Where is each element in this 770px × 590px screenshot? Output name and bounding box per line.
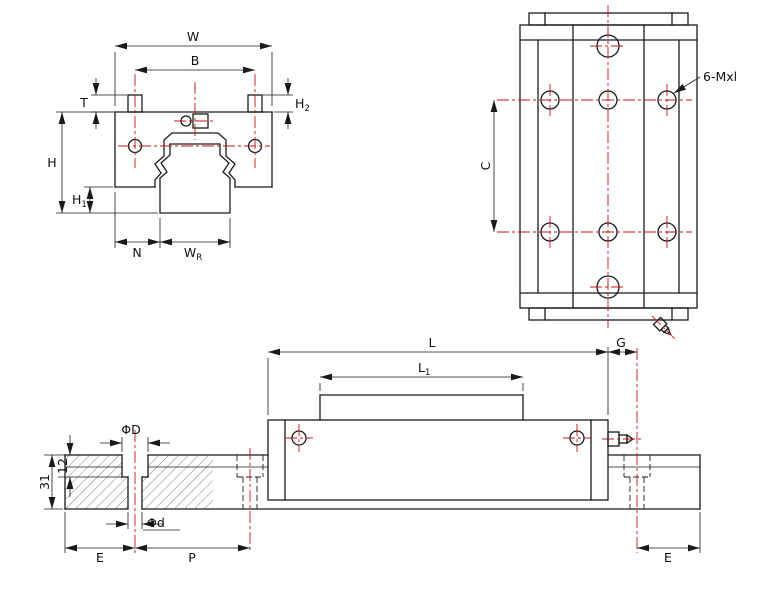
rail-side-outline: [64, 454, 701, 510]
dim-label-E-right: E: [664, 550, 672, 565]
front-block-outline: [114, 94, 273, 188]
dim-label-phid: Φd: [147, 515, 165, 530]
dim-label-H: H: [47, 155, 56, 170]
front-view: W B T H H1 H2 N WR: [47, 29, 310, 263]
block-side-outline: [267, 394, 635, 501]
dim-label-T: T: [79, 95, 88, 110]
dim-label-phiD: ΦD: [121, 422, 140, 437]
side-view: L G L1 ΦD Φd 12 31 E P E: [37, 335, 701, 565]
top-block-outline: [519, 12, 698, 321]
counterbore-hole-outline: [121, 454, 149, 510]
grease-nipple-body-front: [192, 113, 209, 129]
top-view: C 6-Mxl: [478, 5, 737, 339]
dim-label-G: G: [616, 335, 626, 350]
end-seal-top: [528, 12, 689, 26]
dim-label-H2: H2: [295, 96, 310, 114]
dim-label-C: C: [478, 161, 493, 170]
top-centerlines: [497, 5, 692, 328]
side-dimensions: [44, 347, 701, 553]
dim-label-H1: H1: [72, 192, 87, 210]
thread-callout-label: 6-Mxl: [703, 69, 737, 84]
grease-nipple-top-view: [651, 315, 675, 339]
thread-callout-leader: [673, 76, 701, 94]
dim-label-31: 31: [37, 474, 52, 490]
dim-label-WR: WR: [184, 245, 202, 263]
front-dimensions: [56, 42, 293, 248]
dim-label-E-left: E: [96, 550, 104, 565]
front-centerlines: [118, 74, 270, 168]
dim-label-P: P: [188, 550, 196, 565]
dim-label-12: 12: [55, 458, 70, 474]
dim-label-L: L: [429, 335, 436, 350]
end-seal-bottom: [528, 307, 689, 321]
hidden-hole-mid: [236, 455, 264, 509]
front-rail-outline: [159, 143, 231, 214]
dim-label-N: N: [132, 245, 141, 260]
dim-label-L1: L1: [418, 360, 430, 378]
side-centerlines: [134, 348, 642, 553]
dim-label-B: B: [191, 53, 200, 68]
dim-label-W: W: [187, 29, 199, 44]
top-dimensions: [490, 76, 701, 232]
